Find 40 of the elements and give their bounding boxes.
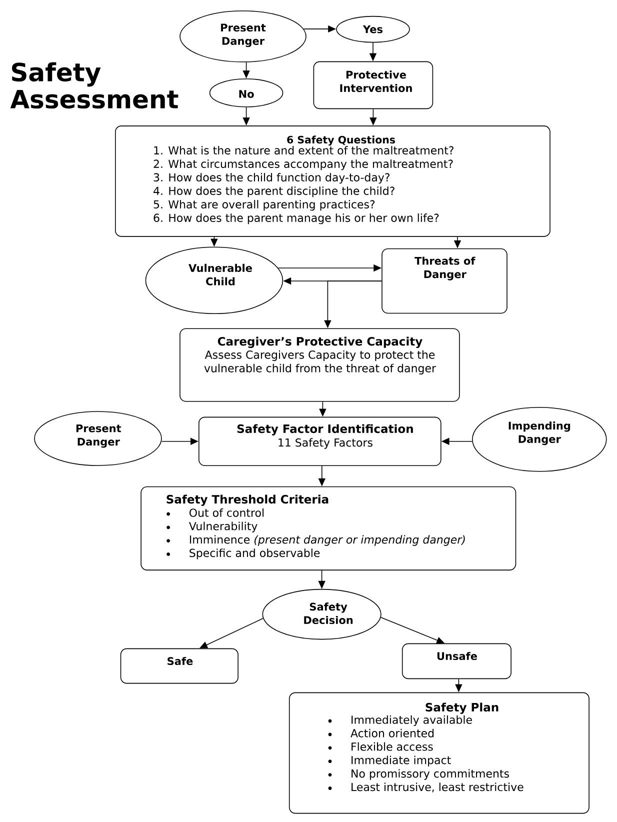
rounded-box: Unsafe	[402, 643, 512, 680]
box-heading: 6 Safety Questions	[287, 136, 395, 146]
rounded-box	[288, 692, 590, 814]
oval: Yes	[336, 16, 410, 43]
rounded-box	[180, 328, 460, 402]
list-item: Vulnerability	[188, 522, 258, 532]
rounded-box: Safe	[120, 648, 238, 684]
list-item: 1. What is the nature and extent of the maltreatment?	[154, 146, 454, 154]
box-text: Assess Caregivers Capacity to protect the vulnerable child from the threat of danger	[204, 350, 436, 374]
list-item: 3. How does the child function day-to-day?	[154, 172, 390, 184]
box-heading: Safety Plan	[426, 702, 498, 714]
list-item: Specific and observable	[190, 548, 320, 560]
list-item: Imminence (present danger or impending danger)	[190, 535, 465, 546]
list-item: Least intrusive, least restrictive	[352, 782, 524, 792]
list-item: Immediately available	[352, 715, 472, 726]
list-item: Immediate impact	[352, 756, 451, 766]
list-item: Action oriented	[350, 728, 434, 738]
box-heading: Caregiver’s Protective Capacity	[218, 336, 422, 348]
box-heading: Safety Threshold Criteria	[166, 494, 328, 506]
list-item: No promissory commitments	[352, 769, 509, 780]
oval: Present Danger	[180, 10, 306, 62]
oval: Safety Decision	[262, 588, 382, 640]
rounded-box	[115, 126, 550, 237]
rounded-box: Protective Intervention	[313, 61, 434, 110]
list-item: 4. How does the parent discipline the child?	[154, 186, 394, 198]
list-item: 5. What are overall parenting practices?	[154, 200, 375, 211]
rounded-box	[198, 416, 442, 466]
list-item: 2. What circumstances accompany the maltreatment?	[154, 159, 453, 170]
oval: Present Danger	[34, 411, 162, 466]
box-heading: Safety Factor Identification	[237, 424, 413, 436]
title: Safety Assessment	[10, 62, 178, 109]
list-item: 6. How does the parent manage his or her own life?	[154, 213, 439, 224]
list-item: Flexible access	[352, 742, 433, 751]
oval: Impending Danger	[472, 407, 607, 472]
rounded-box	[140, 486, 516, 570]
rounded-box: Threats of Danger	[382, 248, 508, 314]
box-text: 11 Safety Factors	[278, 438, 372, 449]
oval: Vulnerable Child	[145, 246, 284, 314]
oval: No	[209, 78, 284, 108]
list-item: Out of control	[190, 508, 264, 517]
